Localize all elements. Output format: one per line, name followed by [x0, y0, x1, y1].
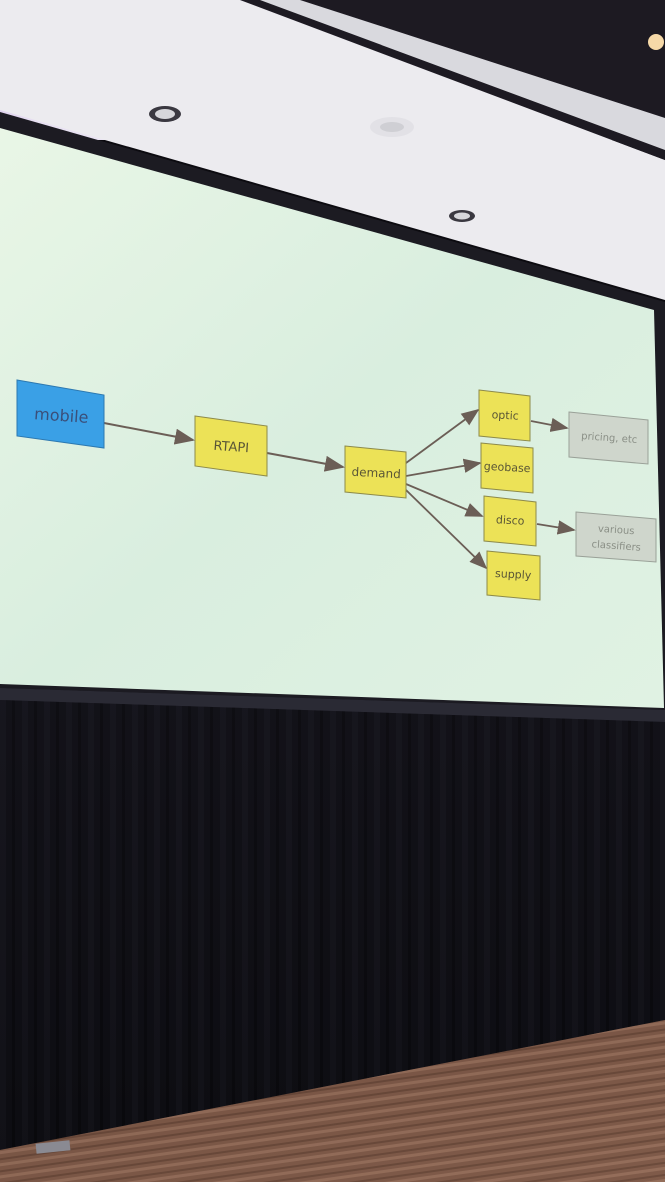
node-disco: disco: [483, 495, 537, 547]
ceiling: [0, 0, 665, 300]
arrow-disco-various: [536, 520, 576, 535]
node-pricing-label: pricing, etc: [581, 431, 638, 446]
slide-diagram: mobile RTAPI demand optic geobase disco: [16, 379, 657, 601]
node-demand: demand: [344, 445, 407, 499]
node-geobase: geobase: [480, 442, 534, 494]
node-demand-label: demand: [351, 465, 401, 482]
arrow-demand-supply: [405, 489, 488, 570]
arrow-demand-geobase: [405, 458, 482, 477]
node-optic: optic: [478, 389, 531, 442]
arrow-mobile-rtapi: [103, 422, 195, 445]
node-pricing: pricing, etc: [568, 411, 649, 465]
node-supply: supply: [486, 550, 541, 601]
node-geobase-label: geobase: [484, 460, 532, 475]
node-mobile-label: mobile: [34, 404, 89, 427]
stage-curtain: [0, 688, 665, 1150]
node-rtapi-label: RTAPI: [213, 439, 250, 456]
node-various-classifiers: various classifiers: [575, 511, 657, 563]
arrow-demand-optic: [405, 408, 480, 464]
carpet-floor: [0, 1020, 665, 1182]
arrow-demand-disco: [405, 483, 484, 517]
arrow-rtapi-demand: [266, 452, 345, 472]
node-disco-label: disco: [496, 513, 525, 527]
node-mobile: mobile: [16, 379, 105, 449]
node-rtapi: RTAPI: [194, 415, 268, 477]
node-various-label-line1: various: [598, 524, 635, 538]
ceiling-lights: [149, 106, 475, 222]
arrow-optic-pricing: [530, 417, 569, 432]
node-various-label-line2: classifiers: [591, 539, 641, 553]
node-supply-label: supply: [495, 567, 532, 582]
node-optic-label: optic: [491, 408, 519, 422]
